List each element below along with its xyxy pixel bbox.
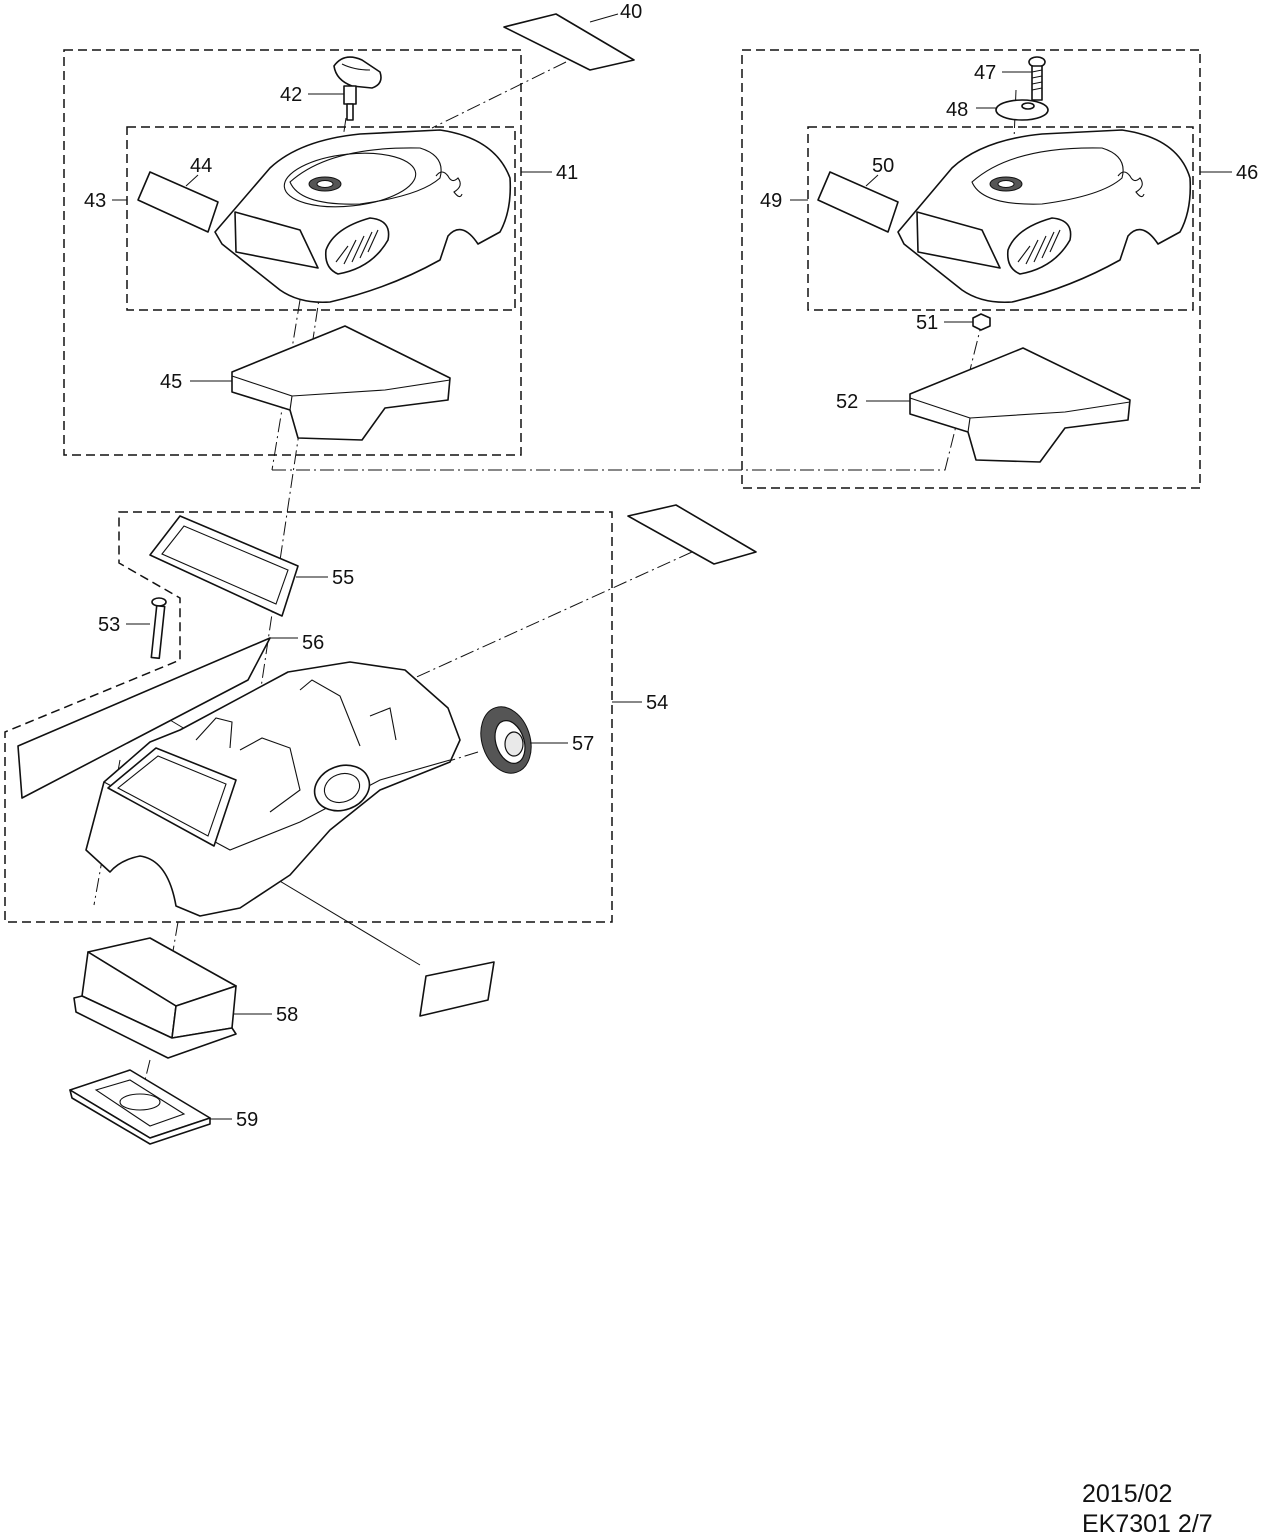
part-50-label [817,171,899,233]
part-57-grommet [480,706,532,774]
callout-57: 57 [572,733,594,755]
subgroup-box-43 [126,126,516,311]
callout-54: 54 [646,692,668,714]
part-56-strip [17,637,271,799]
callout-48: 48 [946,99,968,121]
callout-leaders [112,13,1232,1120]
part-54-housing [85,661,461,917]
part-48-washer [995,99,1049,121]
footer-date: 2015/02 [1082,1480,1172,1508]
callout-49: 49 [760,190,782,212]
part-51-nut [972,313,991,331]
callout-40: 40 [620,1,642,23]
part-54-decal-upper [627,504,757,565]
callout-59: 59 [236,1109,258,1131]
part-58-filter-box [73,937,237,1059]
group-box-46 [741,49,1201,489]
group-boxes [4,49,1201,923]
callout-56: 56 [302,632,324,654]
callout-43: 43 [84,190,106,212]
group-box-54 [4,511,613,923]
part-53-bolt [150,597,167,660]
footer: 2015/02 EK7301 2/7 [1082,1480,1213,1538]
callout-46: 46 [1236,162,1258,184]
callout-41: 41 [556,162,578,184]
callout-51: 51 [916,312,938,334]
callout-55: 55 [332,567,354,589]
part-40-decal [503,13,635,71]
part-47-screw [1028,56,1046,101]
callout-50: 50 [872,155,894,177]
callout-58: 58 [276,1004,298,1026]
part-55-gasket [149,515,299,617]
part-54-decal-lower [419,961,495,1017]
callout-45: 45 [160,371,182,393]
callout-labels: 40 41 42 43 44 45 46 47 48 49 50 51 52 5… [84,1,1258,1131]
group-box-41 [63,49,522,456]
callout-52: 52 [836,391,858,413]
part-45-filter [231,325,451,441]
callout-42: 42 [280,84,302,106]
part-49-cover [897,129,1192,304]
part-59-frame [69,1069,211,1145]
footer-code: EK7301 2/7 [1082,1510,1213,1538]
part-43-cover [214,129,512,304]
callout-44: 44 [190,155,212,177]
subgroup-box-49 [807,126,1194,311]
callout-53: 53 [98,614,120,636]
part-52-filter [909,347,1131,463]
part-42-knob [333,56,382,121]
part-44-label [137,171,219,233]
callout-47: 47 [974,62,996,84]
